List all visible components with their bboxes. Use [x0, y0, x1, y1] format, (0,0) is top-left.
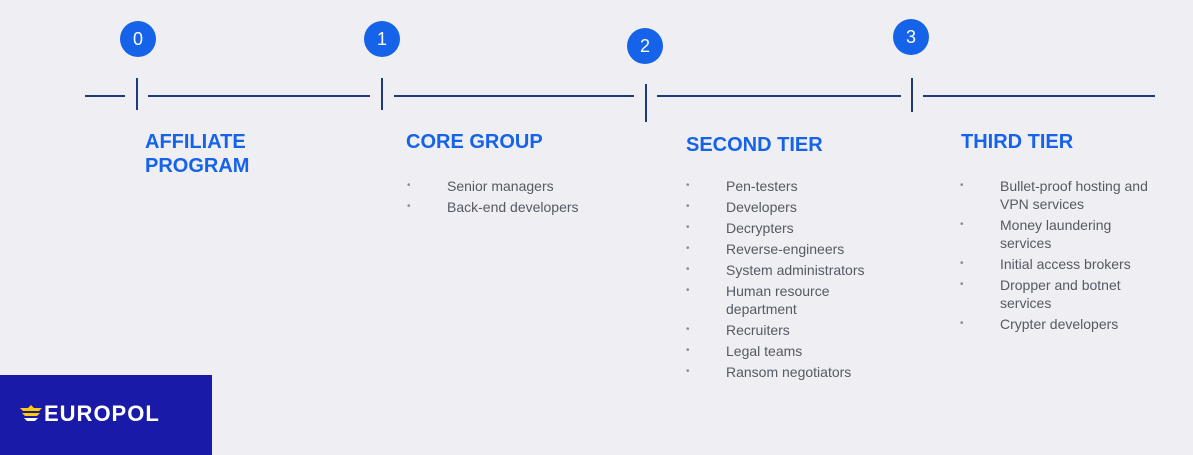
- list-item: System administrators: [686, 261, 866, 279]
- list-item: Crypter developers: [960, 315, 1175, 333]
- stage-3-number: 3: [893, 19, 929, 55]
- list-item: Dropper and botnet services: [960, 276, 1130, 312]
- timeline-segment: [85, 95, 125, 97]
- timeline-segment: [923, 95, 1155, 97]
- list-item: Senior managers: [407, 177, 627, 195]
- list-item: Back-end developers: [407, 198, 627, 216]
- stage-3-list: Bullet-proof hosting and VPN services Mo…: [960, 177, 1175, 336]
- stage-2-title: SECOND TIER: [686, 134, 823, 156]
- list-item: Pen-testers: [686, 177, 866, 195]
- stage-0-number: 0: [120, 21, 156, 57]
- europol-logo: EUROPOL: [0, 375, 212, 455]
- timeline-segment: [148, 95, 370, 97]
- list-item: Legal teams: [686, 342, 866, 360]
- list-item: Initial access brokers: [960, 255, 1175, 273]
- timeline-tick: [381, 78, 383, 110]
- stage-2-number: 2: [627, 28, 663, 64]
- list-item: Developers: [686, 198, 866, 216]
- logo-text: EUROPOL: [44, 401, 160, 426]
- timeline-segment: [657, 95, 901, 97]
- stage-0-title: AFFILIATE PROGRAM: [145, 131, 250, 177]
- list-item: Money laundering services: [960, 216, 1130, 252]
- list-item: Decrypters: [686, 219, 866, 237]
- stage-2-list: Pen-testers Developers Decrypters Revers…: [686, 177, 866, 384]
- stage-1-title: CORE GROUP: [406, 131, 543, 153]
- list-item: Ransom negotiators: [686, 363, 866, 381]
- list-item: Reverse-engineers: [686, 240, 866, 258]
- stage-1-list: Senior managers Back-end developers: [407, 177, 627, 219]
- timeline-tick: [911, 78, 913, 112]
- timeline-tick: [645, 84, 647, 122]
- timeline-segment: [394, 95, 634, 97]
- list-item: Recruiters: [686, 321, 866, 339]
- list-item: Bullet-proof hosting and VPN services: [960, 177, 1175, 213]
- stage-1-number: 1: [364, 21, 400, 57]
- timeline-tick: [136, 78, 138, 110]
- stage-3-title: THIRD TIER: [961, 131, 1074, 153]
- europol-emblem-icon: [20, 405, 42, 421]
- list-item: Human resource department: [686, 282, 846, 318]
